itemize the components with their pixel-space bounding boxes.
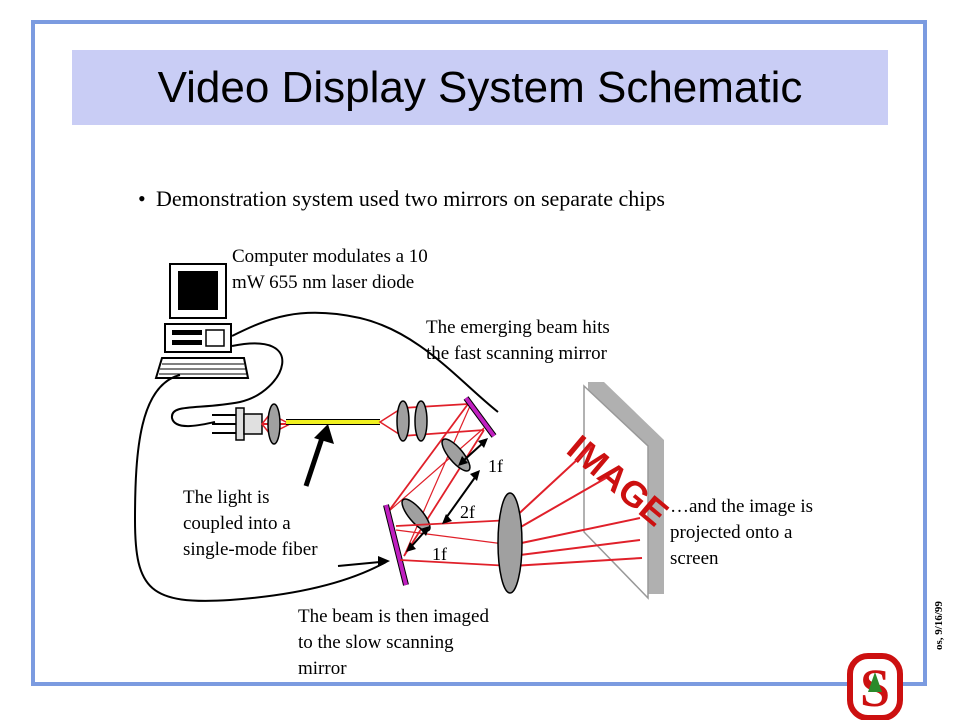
- collimating-lens-2: [414, 400, 428, 442]
- dim-2f-arrow: [445, 475, 477, 519]
- projection-beam-2: [399, 559, 513, 567]
- fiber-annotation-line-1: The light is: [183, 487, 270, 508]
- screen-beam-1: [511, 445, 593, 521]
- distance-label-1f-bottom: 1f: [432, 544, 447, 564]
- screen-beam-4: [511, 477, 607, 533]
- screen-annotation-line-2: projected onto a: [670, 522, 793, 543]
- collimated-beam-bottom: [401, 429, 485, 437]
- title-bar: Video Display System Schematic: [72, 50, 888, 125]
- coupling-lens: [267, 403, 281, 445]
- control-cable-laser: [170, 342, 284, 427]
- screen-annotation-line-3: screen: [670, 548, 719, 569]
- relay-beam-cross-2: [387, 427, 485, 513]
- dim-1f-bottom-head-b: [406, 542, 416, 552]
- collimating-lens-1: [396, 400, 410, 442]
- slow-mirror-annotation: The beam is then imaged to the slow scan…: [298, 604, 489, 682]
- slow-mirror-annotation-line-2: to the slow scanning: [298, 632, 454, 653]
- projection-beam-1: [395, 519, 513, 527]
- dim-1f-top-head-b: [458, 456, 468, 466]
- emerging-beam-annotation: The emerging beam hits the fast scanning…: [426, 315, 610, 367]
- computer-annotation-line-1: Computer modulates a 10: [232, 246, 428, 267]
- relay-beam-right: [403, 429, 485, 557]
- dim-1f-top-arrow: [461, 441, 485, 463]
- screen-beam-2: [511, 517, 641, 546]
- emerging-beam-annotation-line-1: The emerging beam hits: [426, 317, 610, 338]
- slide-frame: [31, 20, 927, 686]
- screen-annotation: …and the image is projected onto a scree…: [670, 494, 813, 572]
- bullet-text: Demonstration system used two mirrors on…: [156, 186, 665, 211]
- collimated-beam-top: [401, 403, 469, 409]
- emerging-beam-annotation-line-2: the fast scanning mirror: [426, 343, 607, 364]
- control-cable-slow-mirror: [133, 374, 387, 602]
- bullet-dot: •: [138, 186, 146, 211]
- screen-beam-3: [511, 557, 643, 567]
- distance-label-2f: 2f: [460, 502, 475, 522]
- projection-lens: [497, 492, 523, 594]
- bullet-point: • Demonstration system used two mirrors o…: [138, 186, 665, 212]
- slow-mirror-annotation-line-1: The beam is then imaged: [298, 606, 489, 627]
- dim-1f-top-head-a: [478, 438, 488, 448]
- laser-diode-icon: [212, 407, 263, 441]
- computer-annotation: Computer modulates a 10 mW 655 nm laser …: [232, 244, 428, 296]
- slide-title: Video Display System Schematic: [157, 63, 803, 112]
- fiber-annotation: The light is coupled into a single-mode …: [183, 485, 318, 563]
- dim-2f-head-a: [470, 470, 480, 481]
- relay-lens-bottom: [401, 498, 431, 532]
- control-cable-fast-mirror: [231, 311, 499, 413]
- slow-mirror-pointer-line: [337, 561, 381, 567]
- screen-annotation-line-1: …and the image is: [670, 496, 813, 517]
- fast-scanning-mirror: [464, 396, 496, 438]
- fiber-pointer-line: [303, 437, 325, 487]
- slow-mirror-annotation-line-3: mirror: [298, 658, 347, 679]
- distance-label-1f-top: 1f: [488, 456, 503, 476]
- fiber-annotation-line-2: coupled into a: [183, 513, 291, 534]
- relay-beam-cross-1: [403, 405, 471, 557]
- computer-icon: [154, 263, 250, 379]
- computer-annotation-line-2: mW 655 nm laser diode: [232, 272, 415, 293]
- fiber-pointer-arrowhead: [314, 424, 334, 444]
- dim-1f-bottom-head-a: [420, 526, 430, 536]
- stanford-s-logo: S: [847, 653, 903, 720]
- screen-beam-5: [511, 539, 641, 557]
- fiber-annotation-line-3: single-mode fiber: [183, 539, 318, 560]
- dim-1f-bottom-arrow: [409, 529, 427, 549]
- relay-beam-left: [387, 403, 469, 513]
- slide-footnote: os, 9/16/99: [933, 601, 945, 650]
- dim-2f-head-b: [442, 514, 452, 524]
- slow-mirror-pointer-arrowhead: [378, 556, 390, 567]
- projection-beam-3: [395, 529, 513, 546]
- slow-scanning-mirror: [384, 504, 408, 586]
